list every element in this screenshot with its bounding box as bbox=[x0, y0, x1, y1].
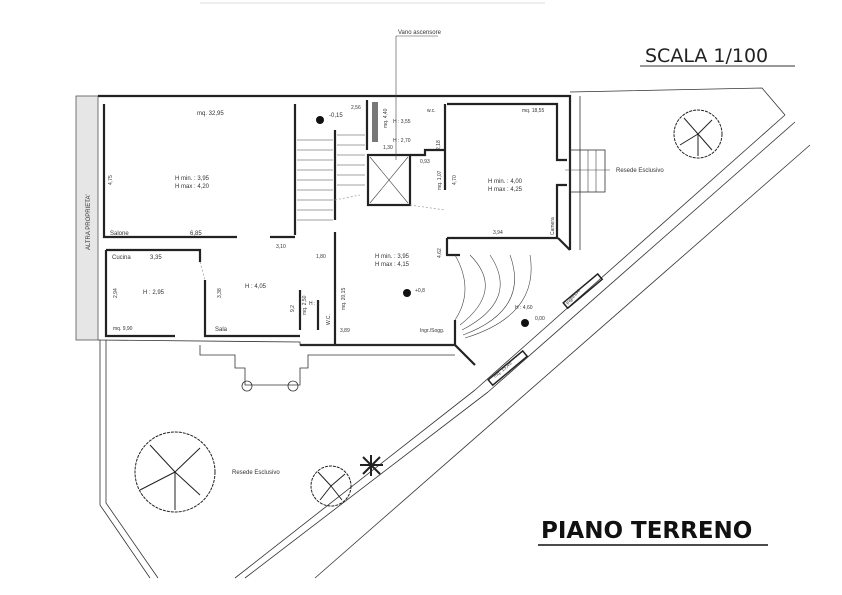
svg-text:9,2: 9,2 bbox=[290, 305, 296, 312]
staircase bbox=[297, 134, 365, 221]
svg-text:mq. 18,55: mq. 18,55 bbox=[522, 108, 544, 114]
garden-label-right: Resede Esclusivo bbox=[616, 168, 664, 174]
room-wc-small: W.C. mq. 2,50 9,2 H : 2 bbox=[290, 295, 332, 325]
svg-text:6,85: 6,85 bbox=[190, 231, 202, 237]
svg-text:mq. 32,95: mq. 32,95 bbox=[197, 111, 224, 117]
svg-text:H : 2: H : 2 bbox=[309, 301, 320, 307]
room-sala: H : 4,05 Sala 3,38 3,10 bbox=[215, 244, 286, 333]
svg-text:3,94: 3,94 bbox=[493, 230, 503, 236]
door-swings bbox=[199, 194, 532, 339]
svg-text:H : 3,55: H : 3,55 bbox=[393, 119, 411, 125]
svg-text:3,10: 3,10 bbox=[276, 244, 286, 250]
svg-text:4,75: 4,75 bbox=[108, 175, 114, 185]
svg-text:1,30: 1,30 bbox=[383, 145, 393, 151]
svg-text:0,93: 0,93 bbox=[420, 159, 430, 165]
room-camera: mq. 18,55 H min. : 4,00 H max : 4,25 3,9… bbox=[452, 108, 556, 236]
svg-text:H max : 4,25: H max : 4,25 bbox=[488, 187, 523, 193]
svg-text:Camera: Camera bbox=[550, 217, 556, 235]
svg-text:3,38: 3,38 bbox=[217, 288, 223, 298]
svg-text:2,94: 2,94 bbox=[113, 288, 119, 298]
svg-text:H max : 4,20: H max : 4,20 bbox=[175, 184, 210, 190]
svg-text:H : 4,05: H : 4,05 bbox=[245, 284, 267, 290]
tree-icon bbox=[134, 431, 216, 513]
scale-label: SCALA 1/100 bbox=[645, 45, 768, 67]
room-salone: mq. 32,95 H min. : 3,95 H max : 4,20 Sal… bbox=[108, 111, 224, 237]
svg-text:-0,15: -0,15 bbox=[329, 113, 343, 119]
neighbor-label: ALTRA PROPRIETA' bbox=[86, 194, 92, 250]
svg-text:2,56: 2,56 bbox=[351, 105, 361, 111]
shrub-icon bbox=[360, 455, 383, 476]
building-walls bbox=[97, 87, 811, 579]
room-ingresso: H : 4,60 0,00 mq. 15,45 Ingresso bbox=[492, 288, 582, 380]
level-markers bbox=[316, 116, 529, 327]
room-wc: w.c. mq. 4,40 H : 3,55 H : 2,70 1,30 2,1… bbox=[383, 108, 442, 165]
staircase-labels: -0,15 2,56 1,80 bbox=[316, 105, 361, 260]
floor-title: PIANO TERRENO bbox=[541, 518, 752, 544]
svg-text:H min. : 3,95: H min. : 3,95 bbox=[375, 254, 410, 260]
svg-text:1,80: 1,80 bbox=[316, 254, 326, 260]
svg-text:4,62: 4,62 bbox=[437, 248, 443, 258]
svg-text:W.C.: W.C. bbox=[326, 314, 332, 325]
garden-label-left: Resede Esclusivo bbox=[232, 470, 280, 476]
svg-text:Cucina: Cucina bbox=[112, 255, 131, 261]
svg-text:Ingr./Sogg.: Ingr./Sogg. bbox=[420, 328, 444, 334]
svg-text:Sala: Sala bbox=[215, 327, 228, 333]
room-hall: H min. : 3,95 H max : 4,15 +0,8 mq. 20,1… bbox=[340, 170, 444, 334]
svg-text:+0,8: +0,8 bbox=[415, 288, 425, 294]
svg-text:3,35: 3,35 bbox=[150, 255, 162, 261]
svg-text:H : 2,95: H : 2,95 bbox=[143, 290, 165, 296]
svg-text:H : 4,60: H : 4,60 bbox=[515, 305, 533, 311]
elevator-shaft-label: Vano ascensore bbox=[398, 30, 442, 36]
svg-text:0,00: 0,00 bbox=[535, 316, 545, 322]
svg-text:w.c.: w.c. bbox=[427, 108, 436, 114]
svg-text:2,18: 2,18 bbox=[436, 140, 442, 150]
svg-text:4,70: 4,70 bbox=[452, 175, 458, 185]
svg-text:mq. 1,07: mq. 1,07 bbox=[437, 170, 443, 190]
svg-text:mq. 2,50: mq. 2,50 bbox=[302, 295, 308, 315]
svg-text:mq. 9,90: mq. 9,90 bbox=[113, 326, 133, 332]
svg-text:H max : 4,15: H max : 4,15 bbox=[375, 262, 410, 268]
tree-icon bbox=[673, 109, 723, 159]
svg-text:H : 2,70: H : 2,70 bbox=[393, 138, 411, 144]
svg-text:H min. : 3,95: H min. : 3,95 bbox=[175, 176, 210, 182]
svg-text:mq. 4,40: mq. 4,40 bbox=[383, 108, 389, 128]
tree-icon bbox=[310, 465, 352, 507]
room-cucina: Cucina 3,35 H : 2,95 2,94 mq. 9,90 bbox=[112, 255, 165, 332]
svg-text:Salone: Salone bbox=[110, 231, 129, 237]
svg-text:mq. 20,15: mq. 20,15 bbox=[341, 288, 347, 310]
neighbor-property-strip bbox=[75, 95, 99, 341]
svg-text:3,89: 3,89 bbox=[340, 328, 350, 334]
svg-text:H min. : 4,00: H min. : 4,00 bbox=[488, 179, 523, 185]
